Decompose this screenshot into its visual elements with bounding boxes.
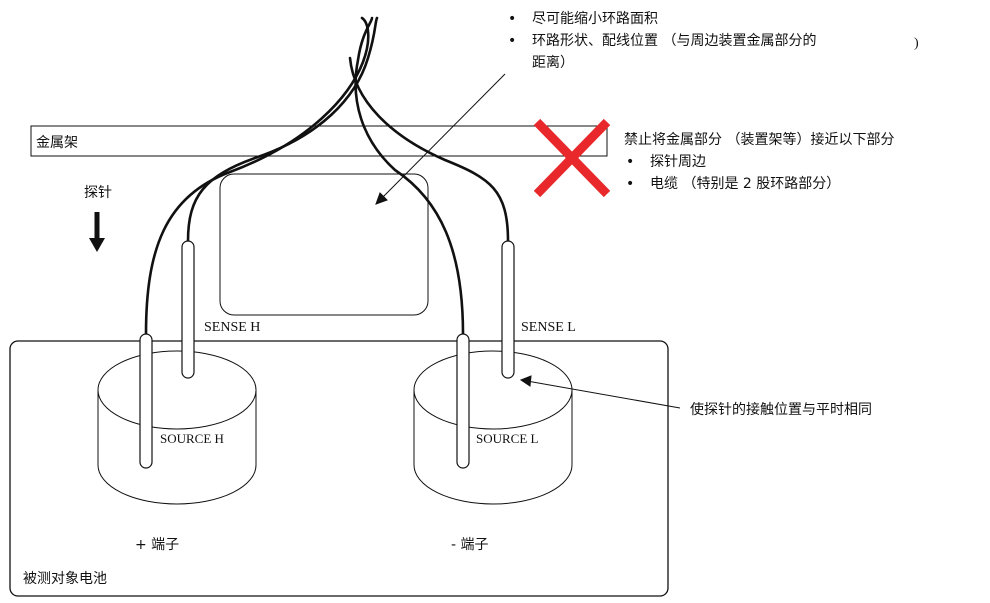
top-note-item-3: 距离） — [532, 54, 574, 71]
cable-sense-h — [186, 16, 379, 243]
minus-terminal-label: - 端子 — [451, 537, 489, 553]
terminal-h — [97, 350, 257, 505]
top-note-item-2: 环路形状、配线位置 （与周边装置金属部分的 — [532, 33, 816, 49]
arrow-contact-line — [526, 380, 681, 409]
warning-item-1: 探针周边 — [650, 154, 706, 170]
metal-rack — [30, 125, 608, 157]
warning-title: 禁止将金属部分 （装置架等）接近以下部分 — [624, 131, 894, 148]
arrow-contact-head — [519, 375, 532, 387]
top-note: • 尽可能缩小环路面积 • 环路形状、配线位置 （与周边装置金属部分的 ) 距离… — [508, 11, 919, 71]
sense-h-label: SENSE H — [204, 320, 260, 335]
cable-source-l — [354, 16, 465, 336]
loop-area-box — [219, 173, 429, 316]
top-note-bullet-1: • — [508, 11, 516, 27]
arrow-loop-line — [381, 73, 506, 199]
probe-source-l — [456, 333, 470, 469]
probe-source-h — [139, 333, 153, 469]
top-note-bullet-2: • — [508, 33, 516, 49]
same-contact-label: 使探针的接触位置与平时相同 — [690, 401, 872, 418]
plus-terminal-label: + 端子 — [135, 537, 179, 553]
terminal-l — [413, 350, 573, 505]
cross-stroke-2 — [533, 118, 611, 198]
metal-rack-label: 金属架 — [36, 135, 78, 151]
arrow-loop-head — [375, 192, 388, 205]
warning-item-2: 电缆 （特别是 2 股环路部分） — [650, 176, 840, 192]
battery-label: 被测对象电池 — [23, 571, 107, 587]
probe-sense-l — [501, 240, 515, 379]
warning-note: 禁止将金属部分 （装置架等）接近以下部分 • 探针周边 • 电缆 （特别是 2 … — [624, 131, 894, 192]
cables — [144, 16, 510, 336]
probe-sense-h — [181, 240, 195, 379]
warning-bullet-1: • — [626, 154, 634, 170]
warning-bullet-2: • — [626, 176, 634, 192]
source-h-label: SOURCE H — [160, 431, 224, 446]
top-note-item-2-tail: ) — [914, 36, 919, 51]
pointer-arrows — [375, 73, 681, 409]
source-l-label: SOURCE L — [476, 431, 539, 446]
probe-label: 探针 — [84, 185, 112, 201]
top-note-item-1: 尽可能缩小环路面积 — [532, 11, 658, 27]
cable-source-h — [144, 16, 370, 336]
cable-sense-l — [348, 56, 510, 243]
sense-l-label: SENSE L — [521, 320, 576, 335]
prohibition-cross — [533, 118, 611, 198]
probe-down-arrow — [89, 212, 105, 252]
